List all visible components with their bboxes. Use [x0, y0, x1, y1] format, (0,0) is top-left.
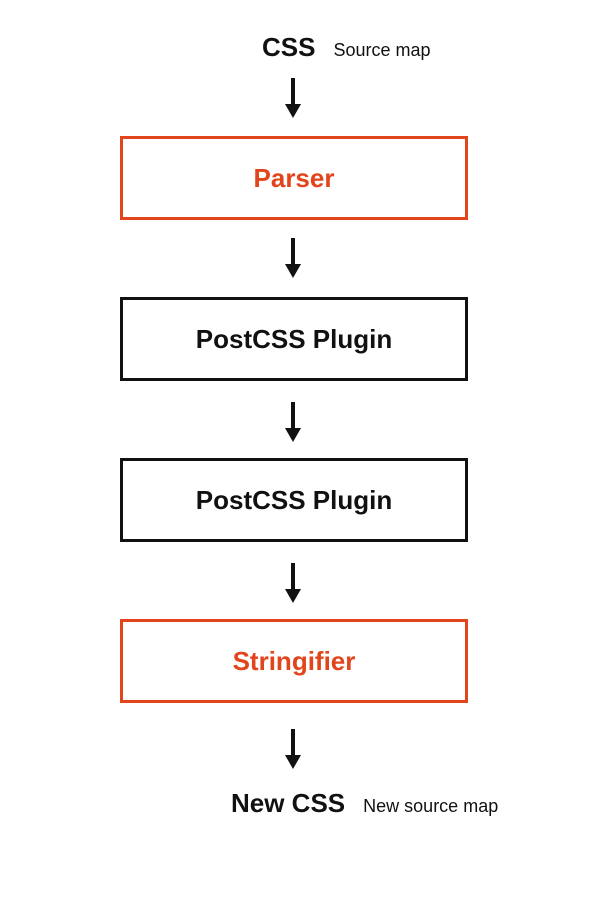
input-source-map-label: Source map: [333, 40, 431, 60]
output-label-row: New CSS New source map: [231, 788, 498, 819]
arrow-down-icon: [285, 238, 301, 278]
arrow-down-icon: [285, 78, 301, 118]
input-label-row: CSS Source map: [262, 32, 431, 63]
arrow-down-icon: [285, 402, 301, 442]
input-css-label: CSS: [262, 32, 316, 62]
arrow-down-icon: [285, 729, 301, 769]
stringifier-box: Stringifier: [120, 619, 468, 703]
postcss-plugin-box-1: PostCSS Plugin: [120, 297, 468, 381]
postcss-plugin-box-2: PostCSS Plugin: [120, 458, 468, 542]
arrow-down-icon: [285, 563, 301, 603]
parser-label: Parser: [253, 162, 335, 193]
postcss-plugin-label-1: PostCSS Plugin: [195, 323, 393, 354]
parser-box: Parser: [120, 136, 468, 220]
output-new-css-label: New CSS: [231, 788, 346, 818]
output-new-source-map-label: New source map: [363, 796, 499, 816]
stringifier-label: Stringifier: [232, 645, 356, 676]
postcss-plugin-label-2: PostCSS Plugin: [195, 484, 393, 515]
